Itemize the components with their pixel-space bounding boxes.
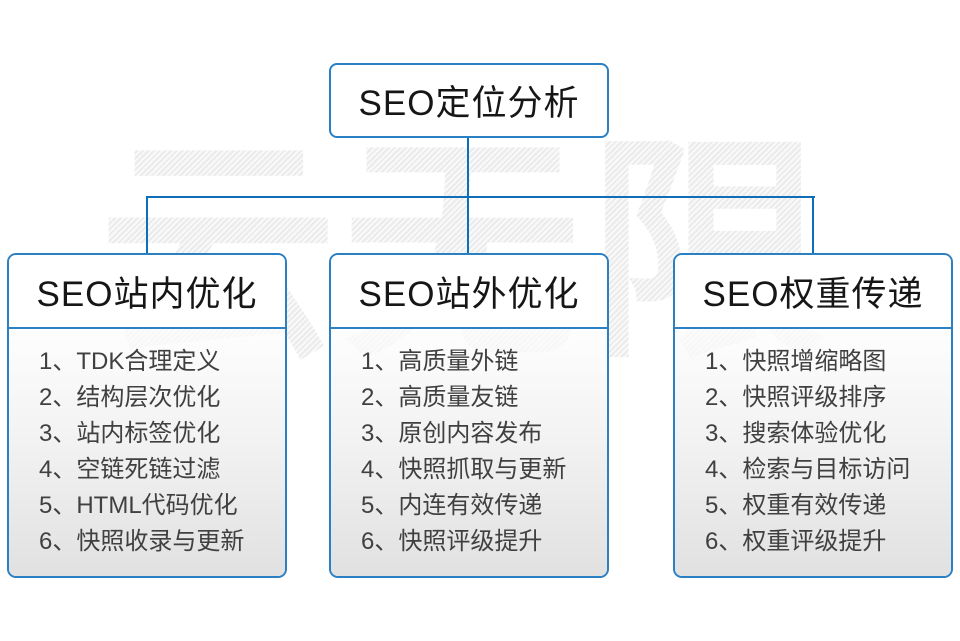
column-offsite-list: 1、高质量外链 2、高质量友链 3、原创内容发布 4、快照抓取与更新 5、内连有… bbox=[331, 329, 607, 576]
list-item: 2、结构层次优化 bbox=[39, 384, 221, 411]
column-onsite-list: 1、TDK合理定义 2、结构层次优化 3、站内标签优化 4、空链死链过滤 5、H… bbox=[9, 329, 285, 576]
root-node: SEO定位分析 bbox=[329, 63, 609, 138]
list-item: 5、内连有效传递 bbox=[361, 492, 543, 519]
connector-drop-center bbox=[467, 196, 469, 254]
column-offsite-title: SEO站外优化 bbox=[358, 274, 580, 314]
list-item: 3、搜索体验优化 bbox=[705, 420, 887, 447]
column-onsite-title: SEO站内优化 bbox=[36, 274, 258, 314]
list-item: 1、高质量外链 bbox=[361, 348, 519, 375]
list-item: 2、快照评级排序 bbox=[705, 384, 887, 411]
list-item: 6、权重评级提升 bbox=[705, 528, 887, 555]
column-offsite-optimization: SEO站外优化 1、高质量外链 2、高质量友链 3、原创内容发布 4、快照抓取与… bbox=[329, 253, 609, 578]
connector-drop-left bbox=[146, 196, 148, 254]
column-weight-list: 1、快照增缩略图 2、快照评级排序 3、搜索体验优化 4、检索与目标访问 5、权… bbox=[675, 329, 951, 576]
connector-drop-right bbox=[812, 196, 814, 254]
list-item: 4、空链死链过滤 bbox=[39, 456, 221, 483]
connector-root-stem bbox=[467, 138, 469, 197]
list-item: 6、快照收录与更新 bbox=[39, 528, 245, 555]
list-item: 1、TDK合理定义 bbox=[39, 348, 221, 375]
column-weight-transfer: SEO权重传递 1、快照增缩略图 2、快照评级排序 3、搜索体验优化 4、检索与… bbox=[673, 253, 953, 578]
column-weight-title: SEO权重传递 bbox=[702, 274, 924, 314]
column-onsite-header: SEO站内优化 bbox=[9, 255, 285, 329]
list-item: 4、快照抓取与更新 bbox=[361, 456, 567, 483]
column-weight-header: SEO权重传递 bbox=[675, 255, 951, 329]
list-item: 5、HTML代码优化 bbox=[39, 492, 238, 519]
list-item: 5、权重有效传递 bbox=[705, 492, 887, 519]
list-item: 3、原创内容发布 bbox=[361, 420, 543, 447]
list-item: 6、快照评级提升 bbox=[361, 528, 543, 555]
list-item: 4、检索与目标访问 bbox=[705, 456, 911, 483]
list-item: 2、高质量友链 bbox=[361, 384, 519, 411]
column-offsite-header: SEO站外优化 bbox=[331, 255, 607, 329]
column-onsite-optimization: SEO站内优化 1、TDK合理定义 2、结构层次优化 3、站内标签优化 4、空链… bbox=[7, 253, 287, 578]
connector-horizontal-rail bbox=[146, 196, 815, 198]
root-node-title: SEO定位分析 bbox=[358, 84, 580, 123]
list-item: 3、站内标签优化 bbox=[39, 420, 221, 447]
list-item: 1、快照增缩略图 bbox=[705, 348, 887, 375]
